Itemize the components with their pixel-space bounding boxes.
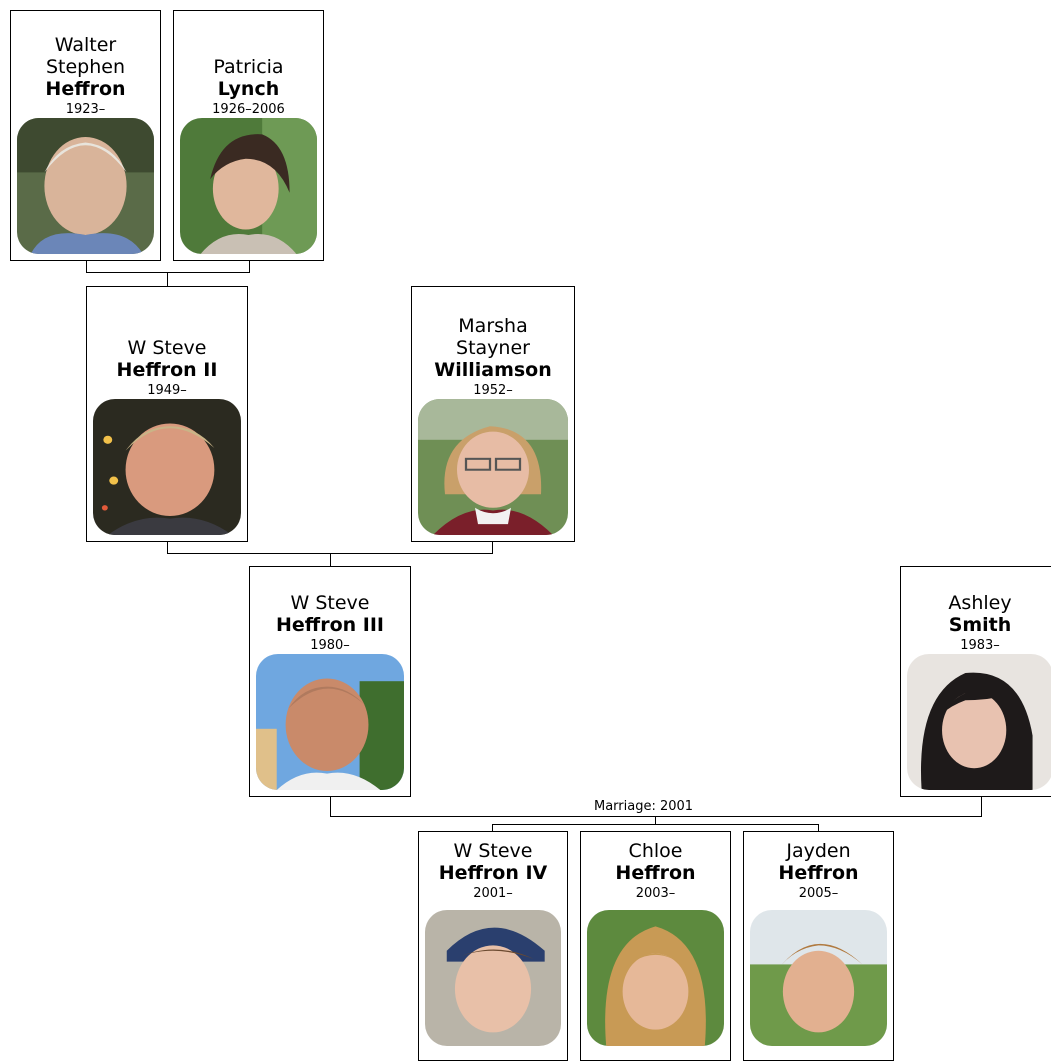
person-names: W Steve Heffron III 1980– [250, 592, 410, 654]
life-years: 1949– [147, 383, 187, 398]
given-name: W Steve [453, 840, 533, 862]
connector-line [818, 824, 819, 832]
surname: Heffron III [276, 614, 384, 636]
surname: Heffron [45, 78, 126, 100]
connector-line [655, 816, 656, 824]
given-name: Ashley [948, 592, 1012, 614]
person-photo [180, 118, 317, 254]
person-names: Patricia Lynch 1926–2006 [174, 56, 323, 118]
given-name: Marsha Stayner [456, 315, 530, 359]
given-name: Chloe [628, 840, 683, 862]
connector-line [492, 541, 493, 553]
life-years: 1926–2006 [212, 102, 285, 117]
life-years: 2003– [635, 886, 676, 901]
connector-line [330, 796, 331, 816]
connector-line [330, 816, 982, 817]
life-years: 2005– [798, 886, 839, 901]
given-name: Walter Stephen [45, 34, 126, 78]
surname: Heffron II [116, 359, 218, 381]
surname: Williamson [434, 359, 552, 381]
person-names: Walter Stephen Heffron 1923– [11, 34, 160, 118]
person-names: Marsha Stayner Williamson 1952– [412, 315, 574, 399]
connector-line [981, 796, 982, 816]
person-card-w-steve-heffron-iv[interactable]: W Steve Heffron IV 2001– [418, 831, 568, 1061]
person-photo [17, 118, 154, 254]
marriage-label: Marriage: 2001 [594, 799, 694, 814]
connector-line [492, 824, 819, 825]
person-card-jayden-heffron[interactable]: Jayden Heffron 2005– [743, 831, 894, 1061]
person-card-patricia-lynch[interactable]: Patricia Lynch 1926–2006 [173, 10, 324, 261]
surname: Heffron IV [438, 862, 548, 884]
connector-line [86, 260, 87, 272]
connector-line [167, 272, 168, 287]
life-years: 1980– [310, 638, 350, 653]
person-card-chloe-heffron[interactable]: Chloe Heffron 2003– [580, 831, 731, 1061]
person-names: W Steve Heffron II 1949– [87, 337, 247, 399]
person-card-w-steve-heffron-ii[interactable]: W Steve Heffron II 1949– [86, 286, 248, 542]
person-photo [425, 910, 561, 1046]
person-photo [256, 654, 404, 790]
surname: Heffron [778, 862, 859, 884]
connector-line [492, 824, 493, 832]
connector-line [249, 260, 250, 272]
person-card-marsha-williamson[interactable]: Marsha Stayner Williamson 1952– [411, 286, 575, 542]
surname: Heffron [615, 862, 696, 884]
person-card-w-steve-heffron-iii[interactable]: W Steve Heffron III 1980– [249, 566, 411, 797]
given-name: Jayden [786, 840, 851, 862]
surname: Smith [948, 614, 1012, 636]
person-names: W Steve Heffron IV 2001– [419, 840, 567, 902]
life-years: 1983– [960, 638, 1000, 653]
connector-line [330, 553, 331, 567]
given-name: Patricia [213, 56, 284, 78]
given-name: W Steve [127, 337, 207, 359]
person-card-walter-heffron[interactable]: Walter Stephen Heffron 1923– [10, 10, 161, 261]
connector-line [86, 272, 250, 273]
life-years: 2001– [473, 886, 513, 901]
person-names: Chloe Heffron 2003– [581, 840, 730, 902]
person-names: Jayden Heffron 2005– [744, 840, 893, 902]
person-names: Ashley Smith 1983– [901, 592, 1051, 654]
surname: Lynch [217, 78, 280, 100]
life-years: 1952– [473, 383, 513, 398]
person-photo [587, 910, 724, 1046]
connector-line [167, 541, 168, 553]
given-name: W Steve [290, 592, 370, 614]
person-photo [93, 399, 241, 535]
person-photo [907, 654, 1051, 790]
person-photo [418, 399, 568, 535]
life-years: 1923– [65, 102, 106, 117]
person-card-ashley-smith[interactable]: Ashley Smith 1983– [900, 566, 1051, 797]
person-photo [750, 910, 887, 1046]
